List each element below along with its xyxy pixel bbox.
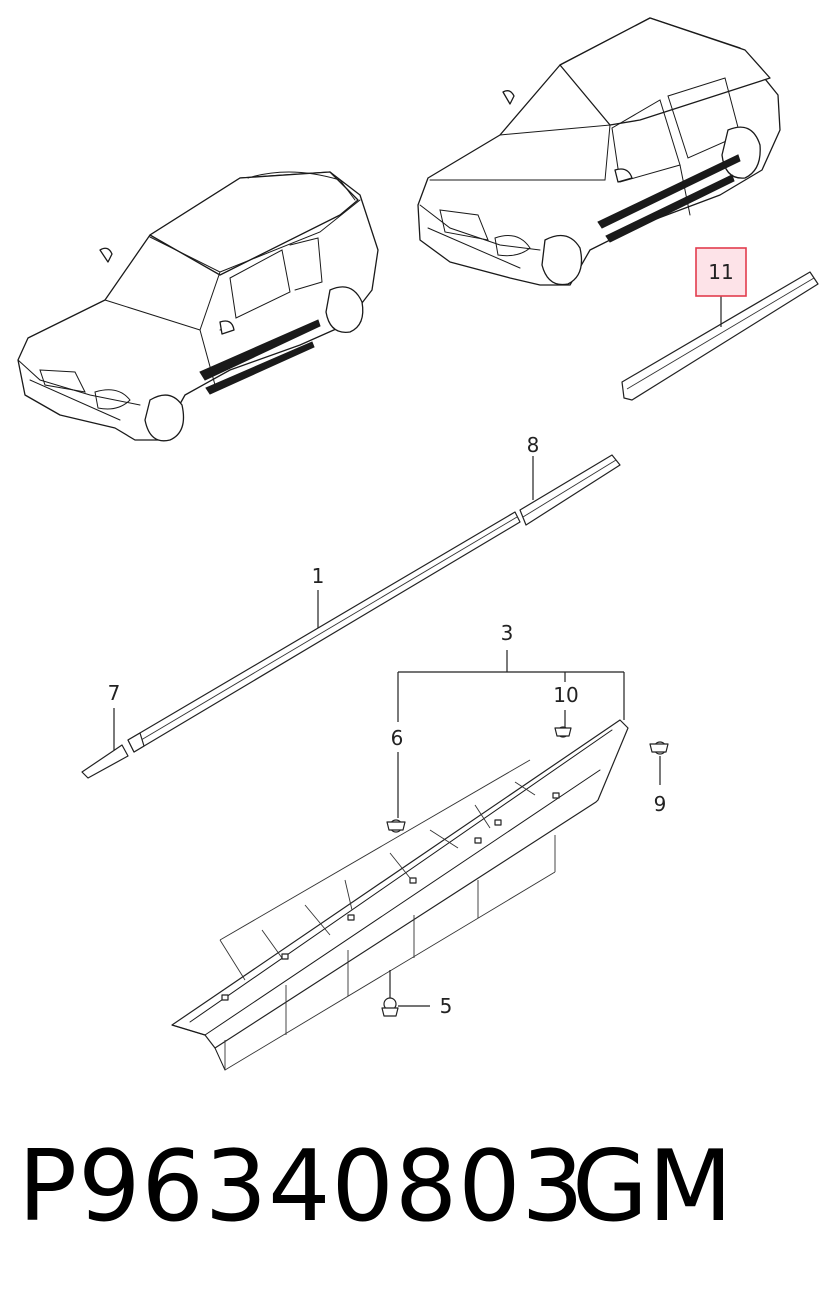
callout-6: 6 <box>391 726 404 750</box>
part-1-molding: 1 <box>127 511 521 753</box>
part-number: P96340803 <box>18 1130 585 1244</box>
callout-5: 5 <box>440 994 453 1018</box>
part-9-clip: 9 <box>649 741 669 816</box>
callout-11: 11 <box>708 260 733 284</box>
car-illustration-5-door <box>417 17 781 286</box>
parts-diagram: 11 8 1 7 <box>17 17 819 1071</box>
part-8-molding: 8 <box>519 433 621 526</box>
part-7-end-cap: 7 <box>81 681 129 779</box>
part-3-rocker-panel: 3 <box>171 621 629 1071</box>
callout-1: 1 <box>312 564 325 588</box>
callout-7: 7 <box>108 681 121 705</box>
part-11-molding <box>621 271 819 401</box>
callout-10: 10 <box>553 683 578 707</box>
part-5-clip: 5 <box>381 970 453 1018</box>
car-illustration-3-door <box>17 171 379 442</box>
callout-9: 9 <box>654 792 667 816</box>
callout-8: 8 <box>527 433 540 457</box>
brand-label: GM <box>572 1130 733 1244</box>
part-6-clip: 6 <box>386 726 406 833</box>
callout-11-highlight[interactable]: 11 <box>695 247 747 297</box>
part-10-clip: 10 <box>553 683 579 738</box>
callout-3: 3 <box>501 621 514 645</box>
